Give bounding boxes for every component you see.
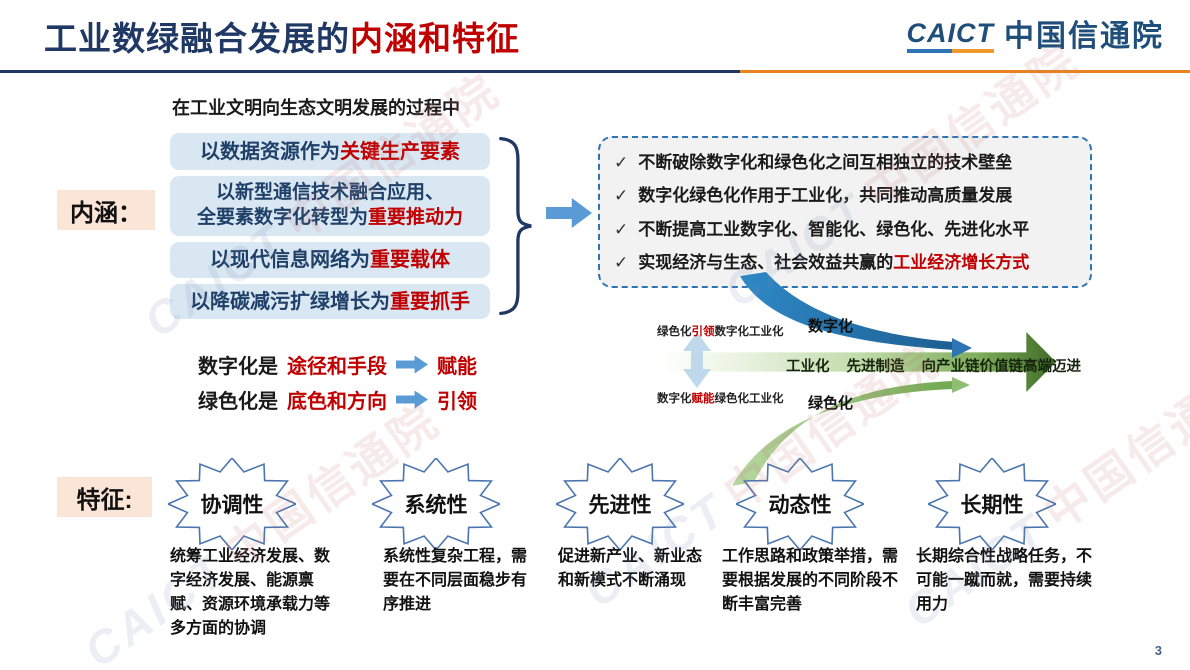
feature-burst-dynamic: 动态性 (736, 458, 864, 550)
feature-burst-coordination: 协调性 (168, 458, 296, 550)
check-icon: ✓ (614, 219, 629, 239)
green-swoosh (732, 381, 954, 486)
burst-shape-icon (928, 458, 1056, 550)
feature-burst-systematic: 系统性 (372, 458, 500, 550)
label-post: 数字化工业化 (714, 326, 784, 338)
green-label: 绿色化 (808, 395, 854, 412)
caict-logo-en: CAICT (906, 18, 994, 53)
arrow-word: 先进制造 (846, 359, 905, 375)
digital-swoosh-arrowhead (952, 338, 972, 358)
box-text: 以数据资源作为 (200, 140, 340, 163)
right-arrow-icon (546, 198, 592, 228)
caict-logo-underline (906, 49, 994, 53)
role-result: 赋能 (437, 356, 477, 378)
feature-name: 系统性 (404, 494, 468, 517)
caict-logo-text: CAICT (906, 18, 994, 48)
connotation-box-3-line: 以现代信息网络为重要载体 (210, 247, 450, 273)
header-divider-blue (0, 70, 740, 73)
role-result: 引领 (437, 391, 477, 413)
burst-shape-icon (168, 458, 296, 550)
summary-panel: ✓ 不断破除数字化和绿色化之间互相独立的技术壁垒 ✓ 数字化绿色化作用于工业化，共同… (598, 136, 1092, 288)
connotation-box-1-line: 以数据资源作为关键生产要素 (200, 139, 460, 165)
page-title: 工业数绿融合发展的内涵和特征 (44, 12, 520, 60)
summary-point: ✓ 数字化绿色化作用于工业化，共同推动高质量发展 (614, 186, 1080, 206)
feature-name: 先进性 (588, 494, 652, 517)
curly-brace-icon (499, 136, 532, 316)
role-em: 途径和手段 (287, 356, 387, 378)
header-divider-orange (740, 70, 1190, 73)
feature-name: 动态性 (768, 494, 832, 517)
features-label: 特征: (57, 477, 152, 517)
summary-point-text: 不断提高工业数字化、智能化、绿色化、先进化水平 (638, 219, 1030, 239)
caict-logo: CAICT 中国信通院 (906, 18, 1165, 53)
summary-point-em: 工业经济增长方式 (893, 253, 1030, 273)
green-swoosh-arrowhead (952, 377, 970, 393)
green-leads-digital-label: 绿色化引领数字化工业化 (657, 323, 784, 339)
arrow-word: 向产业链价值链高端迈进 (921, 359, 1082, 375)
industrialization-arrow-text: 工业化 先进制造 向产业链价值链高端迈进 (786, 355, 1081, 376)
feature-desc-dynamic: 工作思路和政策举措，需要根据发展的不同阶段不断丰富完善 (722, 548, 899, 613)
summary-point: ✓ 不断提高工业数字化、智能化、绿色化、先进化水平 (614, 220, 1080, 240)
summary-point: ✓ 实现经济与生态、社会效益共赢的工业经济增长方式 (614, 253, 1080, 273)
summary-point-text: 数字化绿色化作用于工业化，共同推动高质量发展 (638, 186, 1013, 206)
label-post: 绿色化工业化 (714, 393, 784, 405)
connotation-box-3: 以现代信息网络为重要载体 (170, 242, 490, 278)
connotation-box-2-line2: 全要素数字化转型为重要推动力 (197, 206, 463, 231)
box-text-em: 重要推动力 (368, 207, 464, 228)
feature-burst-longterm: 长期性 (928, 458, 1056, 550)
right-arrow-icon (396, 355, 428, 374)
box-text: 全要素数字化转型为 (196, 207, 368, 228)
digital-enables-green-label: 数字化赋能绿色化工业化 (657, 390, 784, 406)
role-em: 底色和方向 (287, 391, 387, 413)
box-text-em: 重要载体 (370, 249, 450, 271)
check-icon: ✓ (614, 186, 629, 206)
connotation-box-2: 以新型通信技术融合应用、 全要素数字化转型为重要推动力 (170, 176, 490, 236)
connotation-intro: 在工业文明向生态文明发展的过程中 (172, 98, 460, 118)
page-number: 3 (1154, 643, 1162, 658)
feature-desc-advanced: 促进新产业、新业态和新模式不断涌现 (558, 548, 703, 589)
role-digital: 数字化是途径和手段 赋能 (198, 350, 477, 379)
check-icon: ✓ (614, 253, 629, 273)
summary-point: ✓ 不断破除数字化和绿色化之间互相独立的技术壁垒 (614, 153, 1080, 173)
label-em: 引领 (691, 326, 715, 338)
box-text-em: 重要抓手 (390, 290, 470, 313)
feature-desc-coordination: 统筹工业经济发展、数字经济发展、能源禀赋、资源环境承载力等多方面的协调 (170, 548, 331, 637)
role-green: 绿色化是底色和方向 引领 (198, 385, 477, 414)
connotation-box-4: 以降碳减污扩绿增长为重要抓手 (170, 284, 490, 319)
mutual-double-arrow-icon (683, 332, 711, 388)
check-icon: ✓ (614, 152, 629, 172)
connotation-box-4-line: 以降碳减污扩绿增长为重要抓手 (190, 289, 470, 315)
summary-point-text: 不断破除数字化和绿色化之间互相独立的技术壁垒 (638, 152, 1013, 172)
page-title-accent: 内涵和特征 (350, 20, 520, 57)
burst-shape-icon (736, 458, 864, 550)
connotation-box-2-line1: 以新型通信技术融合应用、 (215, 182, 444, 204)
feature-name: 长期性 (960, 494, 1024, 517)
role-pre: 绿色化是 (198, 391, 278, 413)
caict-logo-cn: 中国信通院 (1004, 19, 1164, 53)
right-arrow-icon (396, 390, 428, 409)
role-pre: 数字化是 (198, 356, 278, 378)
label-pre: 绿色化 (657, 326, 692, 338)
feature-desc-longterm: 长期综合性战略任务，不可能一蹴而就，需要持续用力 (916, 548, 1093, 613)
connotation-box-1: 以数据资源作为关键生产要素 (170, 133, 490, 170)
fusion-diagram-overlay (683, 272, 972, 486)
label-em: 赋能 (691, 393, 715, 405)
connotation-label: 内涵： (57, 190, 155, 230)
arrow-word: 工业化 (786, 359, 830, 375)
box-text-em: 关键生产要素 (340, 140, 460, 163)
digital-swoosh (740, 272, 954, 350)
feature-desc-systematic: 系统性复杂工程，需要在不同层面稳步有序推进 (383, 548, 528, 613)
digital-label: 数字化 (808, 318, 854, 335)
box-text: 以现代信息网络为 (210, 249, 370, 271)
page-title-main: 工业数绿融合发展的 (44, 20, 350, 57)
summary-point-text: 实现经济与生态、社会效益共赢的 (638, 253, 894, 273)
feature-burst-advanced: 先进性 (556, 458, 684, 550)
feature-name: 协调性 (200, 494, 264, 517)
burst-shape-icon (372, 458, 500, 550)
box-text: 以降碳减污扩绿增长为 (190, 290, 390, 313)
burst-shape-icon (556, 458, 684, 550)
label-pre: 数字化 (657, 393, 692, 405)
